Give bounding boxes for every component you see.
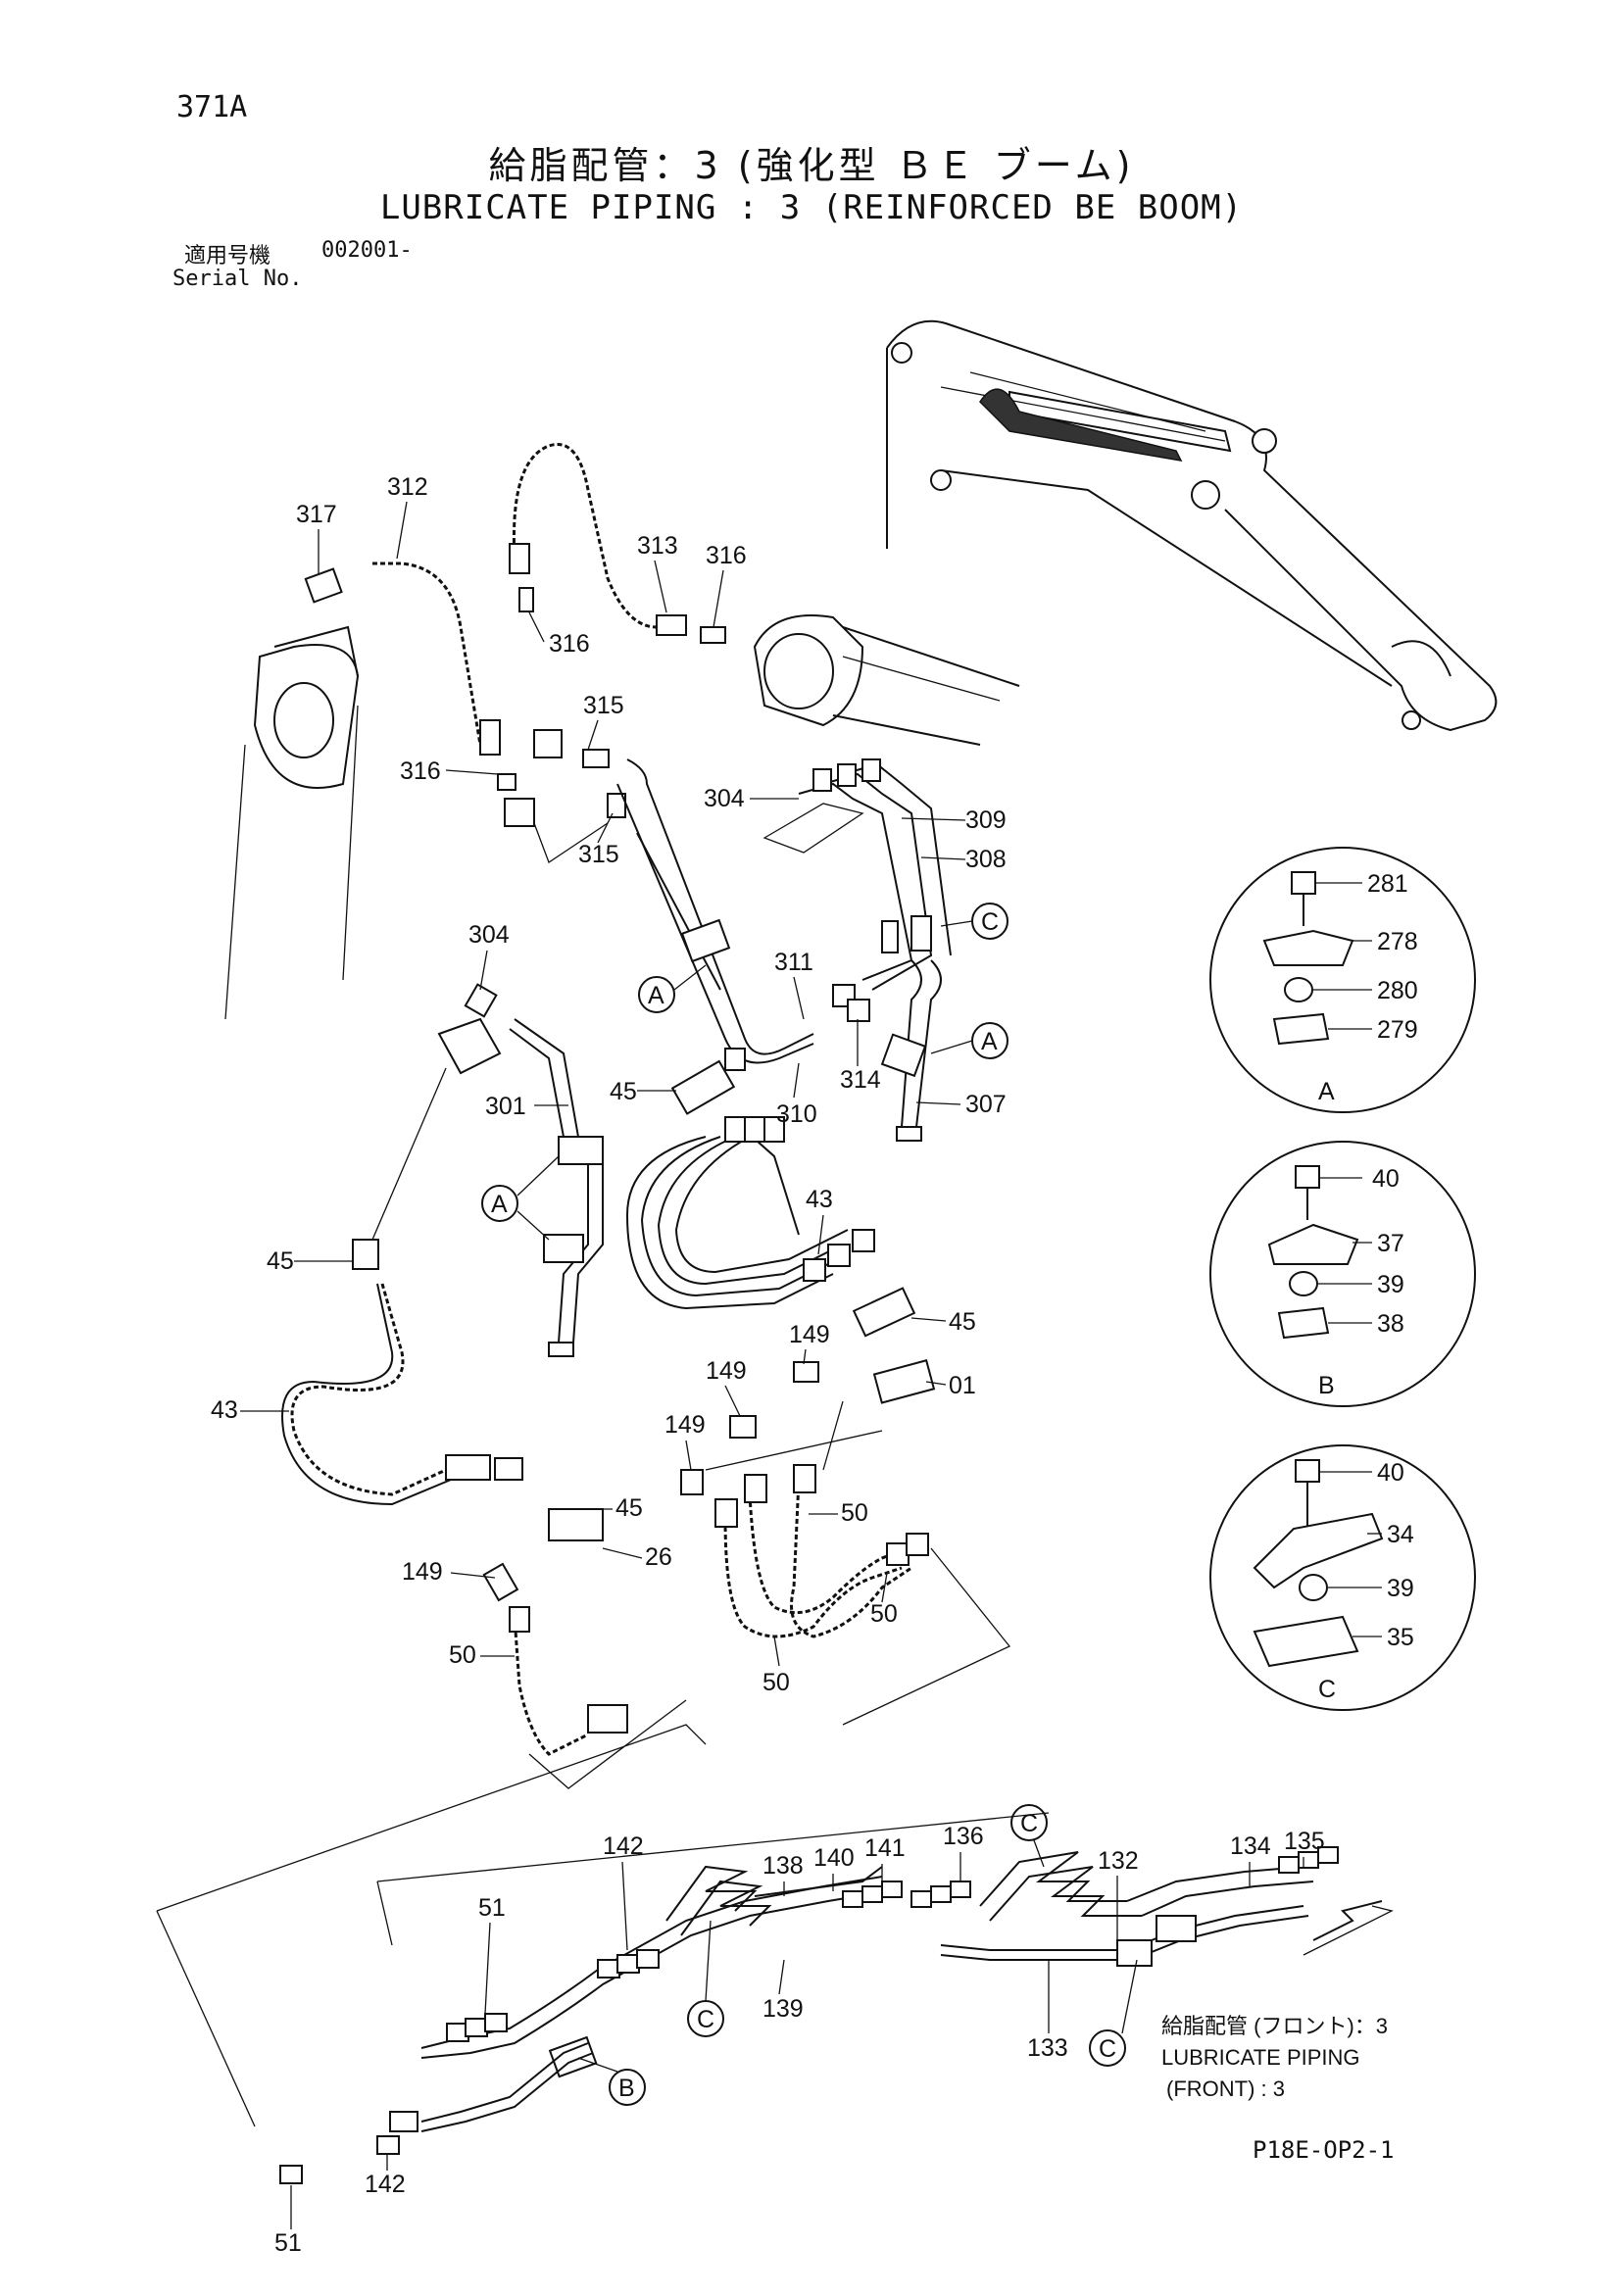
marker-c-lower-2: C <box>697 2006 714 2033</box>
marker-c-lower-1: C <box>1020 1810 1038 1837</box>
note-english-line-2: (FRONT) : 3 <box>1166 2076 1285 2101</box>
callout-149-a: 149 <box>789 1321 830 1348</box>
serial-label-english: Serial No. <box>172 267 303 291</box>
fitting-block-group <box>497 729 814 1064</box>
callout-50-right: 50 <box>841 1499 868 1527</box>
detail-b-part-4: 38 <box>1377 1310 1404 1338</box>
boom-overview-illustration <box>886 319 1498 732</box>
detail-b-label: B <box>1318 1372 1335 1399</box>
detail-view-a: A 281 278 280 279 <box>1209 847 1476 1113</box>
callout-136: 136 <box>943 1823 984 1850</box>
title-english: LUBRICATE PIPING : 3 (REINFORCED BE BOOM… <box>379 188 1244 227</box>
note-english-line-1: LUBRICATE PIPING <box>1161 2045 1360 2070</box>
callout-50-lower-right: 50 <box>870 1600 898 1628</box>
callout-314: 314 <box>840 1066 881 1094</box>
marker-a-3: A <box>491 1191 508 1218</box>
callout-26: 26 <box>645 1543 672 1571</box>
detail-b-part-2: 37 <box>1377 1230 1404 1257</box>
detail-c-part-1: 40 <box>1377 1459 1404 1487</box>
callout-140: 140 <box>813 1844 855 1872</box>
callout-309: 309 <box>965 806 1007 834</box>
callout-45-lower: 45 <box>615 1494 643 1522</box>
callout-43-left: 43 <box>211 1396 238 1424</box>
callout-45-right: 45 <box>949 1308 976 1336</box>
marker-a-1: A <box>648 982 664 1009</box>
marker-b: B <box>618 2075 635 2102</box>
callout-313: 313 <box>637 532 678 560</box>
callout-308: 308 <box>965 846 1007 873</box>
center-hose-assembly <box>625 1048 1011 1726</box>
callout-45-left: 45 <box>267 1247 294 1275</box>
callout-149-b: 149 <box>706 1357 747 1385</box>
callout-139: 139 <box>762 1995 804 2023</box>
serial-number-value: 002001- <box>321 238 413 263</box>
callout-316-top: 316 <box>706 542 747 569</box>
callout-149-d: 149 <box>402 1558 443 1586</box>
detail-a-label: A <box>1318 1078 1335 1105</box>
callout-316-left: 316 <box>400 757 441 785</box>
detail-view-b: B 40 37 39 38 <box>1209 1141 1476 1407</box>
callout-51-top: 51 <box>478 1894 506 1922</box>
marker-a-2: A <box>981 1028 998 1055</box>
detail-c-part-2: 34 <box>1387 1521 1414 1548</box>
detail-a-part-1: 281 <box>1367 870 1408 898</box>
callout-149-c: 149 <box>664 1411 706 1439</box>
callout-316-mid: 316 <box>549 630 590 658</box>
callout-315-bottom: 315 <box>578 841 619 868</box>
detail-a-part-2: 278 <box>1377 928 1418 955</box>
callout-310: 310 <box>776 1100 817 1128</box>
callout-142-bottom: 142 <box>365 2171 406 2198</box>
detail-a-part-3: 280 <box>1377 977 1418 1004</box>
title-japanese: 給脂配管：3 (強化型 ＢＥ ブーム) <box>488 144 1135 187</box>
front-piping-note: 給脂配管 (フロント)：3 LUBRICATE PIPING (FRONT) :… <box>1161 2014 1388 2101</box>
detail-a-part-4: 279 <box>1377 1016 1418 1044</box>
callout-135: 135 <box>1284 1828 1325 1855</box>
callout-50-bottom: 50 <box>762 1669 790 1696</box>
left-pipe-assembly <box>281 983 687 1789</box>
hose-assembly-312-313 <box>304 443 726 756</box>
detail-b-part-3: 39 <box>1377 1271 1404 1298</box>
marker-c-upper: C <box>981 908 999 936</box>
detail-c-part-4: 35 <box>1387 1624 1414 1651</box>
pipe-group-307-309 <box>762 758 952 1142</box>
reference-markers: A C A A C C B C <box>481 903 1138 2106</box>
callout-311: 311 <box>774 949 813 976</box>
detail-view-c: C 40 34 39 35 <box>1209 1444 1476 1711</box>
callout-141: 141 <box>864 1834 906 1862</box>
callout-307: 307 <box>965 1091 1007 1118</box>
callout-315-top: 315 <box>583 692 624 719</box>
callout-51-bottom: 51 <box>274 2229 302 2257</box>
detail-c-label: C <box>1318 1676 1336 1703</box>
callout-133: 133 <box>1027 2034 1068 2062</box>
note-japanese: 給脂配管 (フロント)：3 <box>1161 2014 1388 2038</box>
callout-304-left: 304 <box>468 921 510 949</box>
part-callouts: 317 312 313 316 316 315 316 315 304 309 … <box>211 473 1325 2257</box>
callout-134: 134 <box>1230 1832 1271 1860</box>
callout-304-top: 304 <box>704 785 745 812</box>
callout-45-center: 45 <box>610 1078 637 1105</box>
drawing-code: P18E-OP2-1 <box>1253 2136 1395 2164</box>
serial-label-japanese: 適用号機 <box>184 244 271 269</box>
lower-front-piping <box>156 1724 1394 2184</box>
detail-c-part-3: 39 <box>1387 1575 1414 1602</box>
callout-142-top: 142 <box>603 1832 644 1860</box>
callout-301: 301 <box>485 1093 526 1120</box>
callout-312: 312 <box>387 473 428 501</box>
cylinder-head-illustration <box>224 614 1020 1020</box>
callout-50-left: 50 <box>449 1641 476 1669</box>
callout-132: 132 <box>1098 1847 1139 1875</box>
callout-138: 138 <box>762 1852 804 1880</box>
page-id: 371A <box>176 90 248 124</box>
callout-317: 317 <box>296 501 337 528</box>
callout-01: 01 <box>949 1372 976 1399</box>
detail-b-part-1: 40 <box>1372 1165 1400 1193</box>
marker-c-lower-3: C <box>1099 2035 1116 2063</box>
callout-43-center: 43 <box>806 1186 833 1213</box>
